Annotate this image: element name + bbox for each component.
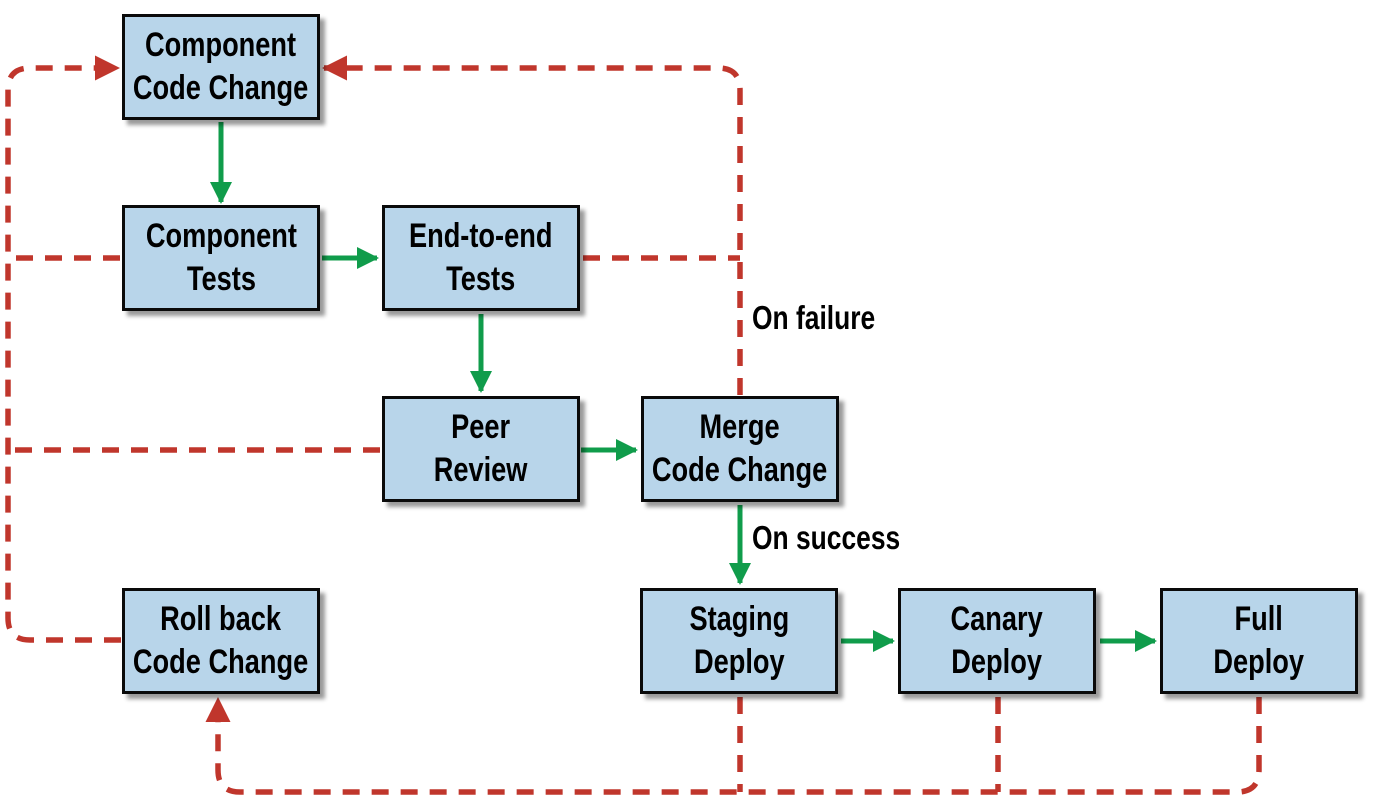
node-label-line: Code Change <box>652 451 828 489</box>
node-label-line: Canary <box>950 600 1044 638</box>
edge-label-on-success: On success <box>752 519 901 556</box>
node-staging-deploy: Staging Deploy <box>640 588 838 694</box>
node-roll-back-code-change: Roll back Code Change <box>122 588 320 694</box>
node-label-line: Roll back <box>160 600 282 638</box>
node-label-line: Review <box>434 451 528 489</box>
node-merge-code-change-label: Merge Code Change <box>652 406 827 492</box>
node-label-line: Tests <box>446 260 516 298</box>
node-canary-deploy-label: Canary Deploy <box>951 598 1043 684</box>
node-merge-code-change: Merge Code Change <box>641 396 839 502</box>
node-component-tests: Component Tests <box>122 205 320 311</box>
node-label-line: Deploy <box>1213 643 1305 681</box>
node-component-code-change: Component Code Change <box>122 14 320 120</box>
node-label-line: Merge <box>699 408 781 446</box>
edge-merge-failure-to-component-code-change <box>322 55 743 395</box>
edge-rollback-to-component-code-change <box>5 55 121 643</box>
node-peer-review: Peer Review <box>382 396 580 502</box>
node-roll-back-code-change-label: Roll back Code Change <box>133 598 308 684</box>
node-component-tests-label: Component Tests <box>145 215 296 301</box>
node-peer-review-label: Peer Review <box>434 406 528 492</box>
node-label-line: Full <box>1234 600 1284 638</box>
node-label-line: Tests <box>186 260 256 298</box>
node-label-line: Deploy <box>951 643 1043 681</box>
node-label-line: Code Change <box>133 643 309 681</box>
node-label-line: Code Change <box>133 69 309 107</box>
node-label-line: End-to-end <box>409 217 553 255</box>
node-end-to-end-tests-label: End-to-end Tests <box>409 215 553 301</box>
node-label-line: Staging <box>689 600 789 638</box>
node-label-line: Peer <box>451 408 511 446</box>
node-end-to-end-tests: End-to-end Tests <box>382 205 580 311</box>
node-canary-deploy: Canary Deploy <box>898 588 1096 694</box>
node-component-code-change-label: Component Code Change <box>133 24 308 110</box>
node-label-line: Deploy <box>693 643 785 681</box>
node-full-deploy: Full Deploy <box>1160 588 1358 694</box>
edge-deploy-failure-to-rollback <box>205 697 1262 795</box>
edge-label-on-failure: On failure <box>752 299 876 336</box>
node-label-line: Component <box>145 26 297 64</box>
node-label-line: Component <box>145 217 297 255</box>
node-staging-deploy-label: Staging Deploy <box>689 598 789 684</box>
node-full-deploy-label: Full Deploy <box>1214 598 1305 684</box>
